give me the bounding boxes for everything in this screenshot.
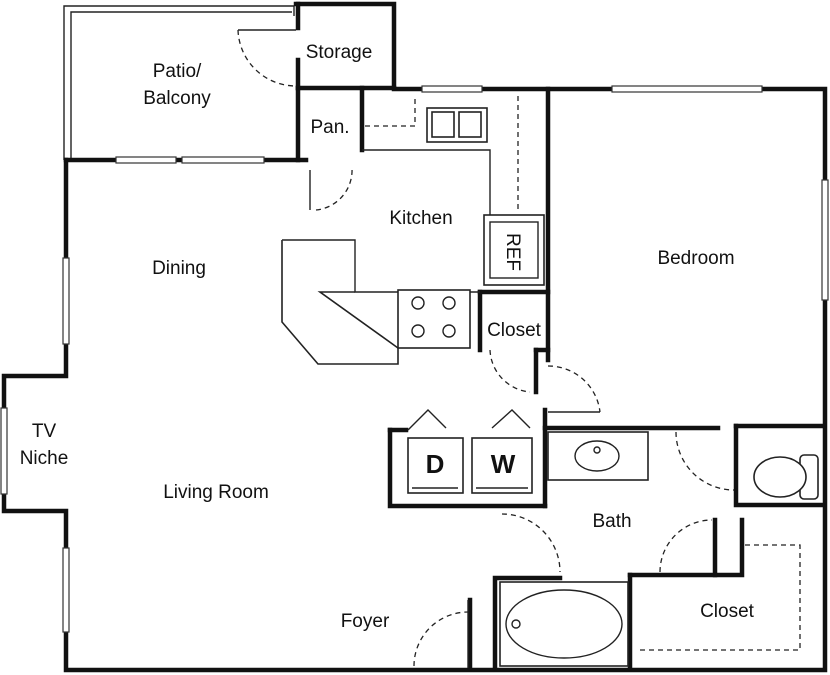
dryer-label: D [426,449,445,479]
kitchen-label: Kitchen [389,208,452,229]
washer-label: W [491,449,516,479]
refrigerator-label: REF [502,233,523,271]
doors [237,29,735,668]
toilet-bowl [753,456,807,498]
vanity [547,431,649,481]
dryer [407,437,464,494]
bathtub [499,581,629,667]
closet-kitchen-label: Closet [487,320,542,341]
tv-niche-label-line1: TV [32,421,57,442]
tv-niche-label-line2: Niche [20,448,69,469]
living-room-label: Living Room [163,482,269,503]
washer [471,437,533,494]
bedroom-label: Bedroom [657,248,734,269]
laundry [407,409,533,494]
pantry-label: Pan. [310,117,349,138]
bath-fixtures [499,431,819,667]
foyer-label: Foyer [341,611,390,632]
cooktop [397,289,471,349]
patio-label-line1: Patio/ [153,61,202,82]
bath-label: Bath [592,511,631,532]
interior-walls [295,57,827,671]
room-labels: Patio/ Balcony Storage Pan. Kitchen REF … [20,42,755,632]
patio-label-line2: Balcony [143,88,211,109]
storage-label: Storage [306,42,373,63]
closet-bath-label: Closet [700,601,755,622]
refrigerator [483,214,545,286]
windows [0,85,829,633]
dining-label: Dining [152,258,206,279]
patio-railing [63,5,295,160]
kitchen-counters [281,96,545,365]
